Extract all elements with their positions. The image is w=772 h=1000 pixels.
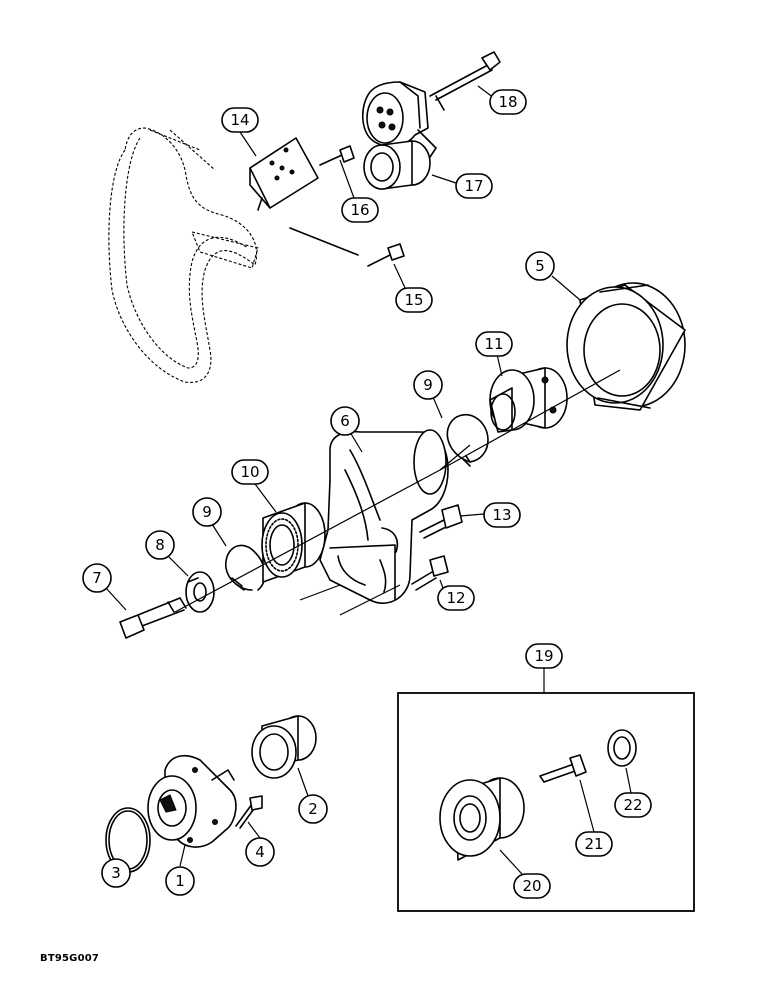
assembly-axis-lines [174, 369, 621, 616]
housing-bolt-lower [411, 555, 449, 591]
svg-text:14: 14 [230, 111, 249, 129]
idler-spacer [607, 729, 637, 767]
housing-bolt-upper [419, 504, 463, 539]
svg-text:12: 12 [446, 589, 465, 607]
callout-17: 17 [455, 173, 493, 199]
svg-text:4: 4 [255, 843, 265, 861]
tensioner-bolt [429, 51, 501, 111]
svg-text:13: 13 [492, 506, 511, 524]
svg-text:18: 18 [498, 93, 517, 111]
figure-reference-code: BT95G007 [40, 953, 100, 964]
belt-tensioner [361, 81, 437, 161]
svg-text:9: 9 [423, 376, 433, 394]
callout-12: 12 [437, 585, 475, 611]
tensioner-pulley [363, 140, 431, 190]
callout-15: 15 [395, 287, 433, 313]
leader-lines [105, 85, 632, 875]
callout-22: 22 [614, 792, 652, 818]
pulley-hub [489, 367, 568, 433]
svg-text:5: 5 [535, 257, 545, 275]
svg-text:11: 11 [484, 335, 503, 353]
callout-19: 19 [525, 643, 563, 669]
snap-ring-upper [446, 413, 489, 467]
callout-1: 1 [165, 866, 195, 896]
svg-text:9: 9 [202, 503, 212, 521]
pump-pulley [251, 715, 317, 779]
callout-16: 16 [341, 197, 379, 223]
callout-6: 6 [330, 406, 360, 436]
svg-text:17: 17 [464, 177, 483, 195]
svg-text:2: 2 [308, 800, 318, 818]
pump-bolt [235, 795, 263, 829]
callout-9-lower: 9 [192, 497, 222, 527]
svg-text:22: 22 [623, 796, 642, 814]
bearing [261, 502, 326, 583]
idler-pin [539, 754, 587, 783]
svg-text:19: 19 [534, 647, 553, 665]
callout-3: 3 [101, 858, 131, 888]
water-pump [147, 754, 237, 848]
svg-text:20: 20 [522, 877, 541, 895]
callout-21: 21 [575, 831, 613, 857]
svg-text:7: 7 [92, 569, 102, 587]
bracket-bolt [319, 145, 355, 166]
callout-7: 7 [82, 563, 112, 593]
svg-text:1: 1 [175, 872, 185, 890]
idler-pulley [439, 777, 525, 861]
svg-text:8: 8 [155, 536, 165, 554]
idler-housing [319, 429, 449, 604]
svg-text:10: 10 [240, 463, 259, 481]
svg-text:21: 21 [584, 835, 603, 853]
callout-11: 11 [475, 331, 513, 357]
mounting-bolt [289, 227, 405, 267]
callout-5: 5 [525, 251, 555, 281]
snap-ring-lower [225, 544, 266, 591]
idler-bolt [119, 597, 187, 639]
washer [185, 571, 215, 613]
callout-9-upper: 9 [413, 370, 443, 400]
svg-text:3: 3 [111, 864, 121, 882]
callout-8: 8 [145, 530, 175, 560]
svg-text:16: 16 [350, 201, 369, 219]
tensioner-bracket [249, 137, 319, 211]
idler-kit-frame [397, 692, 695, 912]
crankshaft-pulley [566, 282, 686, 411]
callout-13: 13 [483, 502, 521, 528]
svg-text:15: 15 [404, 291, 423, 309]
callout-18: 18 [489, 89, 527, 115]
drive-belt [108, 127, 259, 383]
callout-2: 2 [298, 794, 328, 824]
callout-4: 4 [245, 837, 275, 867]
callout-20: 20 [513, 873, 551, 899]
callout-10: 10 [231, 459, 269, 485]
callout-14: 14 [221, 107, 259, 133]
svg-text:6: 6 [340, 412, 350, 430]
